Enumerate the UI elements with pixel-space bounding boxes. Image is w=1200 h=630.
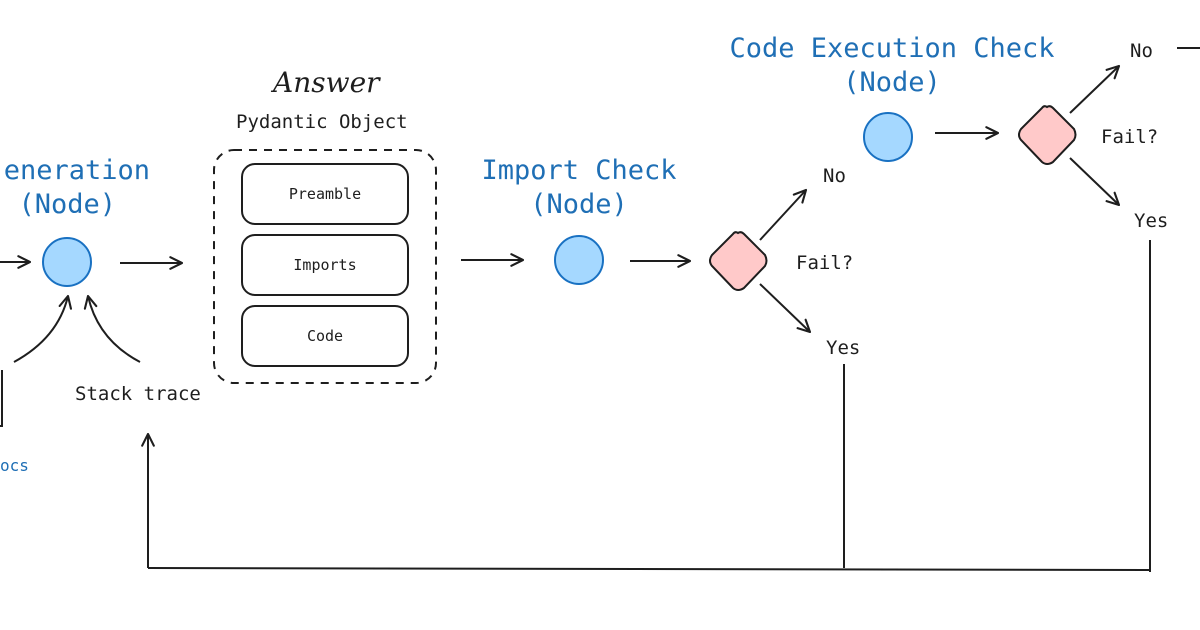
- answer-title: Answer: [273, 66, 380, 99]
- exec-title-line1: Code Execution Check: [729, 33, 1055, 64]
- exec-yes-label: Yes: [1134, 210, 1169, 232]
- import-yes-label: Yes: [826, 337, 861, 359]
- answer-field-preamble: Preamble: [241, 163, 409, 225]
- arrow-import-yes: [759, 283, 812, 334]
- arrow-exec-yes: [1069, 157, 1121, 207]
- import-fail-label: Fail?: [796, 252, 854, 274]
- import-no-label: No: [823, 165, 846, 187]
- arrow-exec-no: [1069, 64, 1121, 114]
- import-check-node-title: Import Check (Node): [470, 154, 688, 222]
- preamble-label: Preamble: [288, 185, 362, 203]
- answer-field-code: Code: [241, 305, 409, 367]
- exec-check-node-title: Code Execution Check (Node): [716, 32, 1068, 100]
- generation-node-title: eneration (Node): [0, 154, 150, 222]
- generation-title-line1: eneration: [3, 155, 150, 186]
- generation-node-circle[interactable]: [42, 237, 92, 287]
- import-title-line1: Import Check: [481, 155, 677, 186]
- code-label: Code: [306, 327, 344, 345]
- exec-decision-diamond[interactable]: [1018, 105, 1077, 165]
- exec-no-label: No: [1130, 40, 1153, 62]
- exec-title-line2: (Node): [843, 67, 941, 98]
- exec-check-node-circle[interactable]: [863, 112, 913, 162]
- loop-bottom-line: [147, 567, 1151, 571]
- generation-title-line2: (Node): [18, 189, 116, 220]
- arrow-stack-trace-to-generation: [83, 294, 141, 363]
- exec-fail-label: Fail?: [1101, 126, 1159, 148]
- arrow-import-no: [759, 188, 808, 241]
- arrow-docs-to-generation: [13, 294, 73, 363]
- import-decision-diamond[interactable]: [709, 231, 768, 291]
- import-check-node-circle[interactable]: [554, 235, 604, 285]
- answer-subtitle: Pydantic Object: [236, 111, 408, 133]
- stack-trace-label: Stack trace: [75, 383, 201, 405]
- answer-container: [213, 149, 437, 384]
- answer-field-imports: Imports: [241, 234, 409, 296]
- imports-label: Imports: [293, 256, 357, 274]
- import-title-line2: (Node): [530, 189, 628, 220]
- docs-label: ocs: [0, 456, 29, 475]
